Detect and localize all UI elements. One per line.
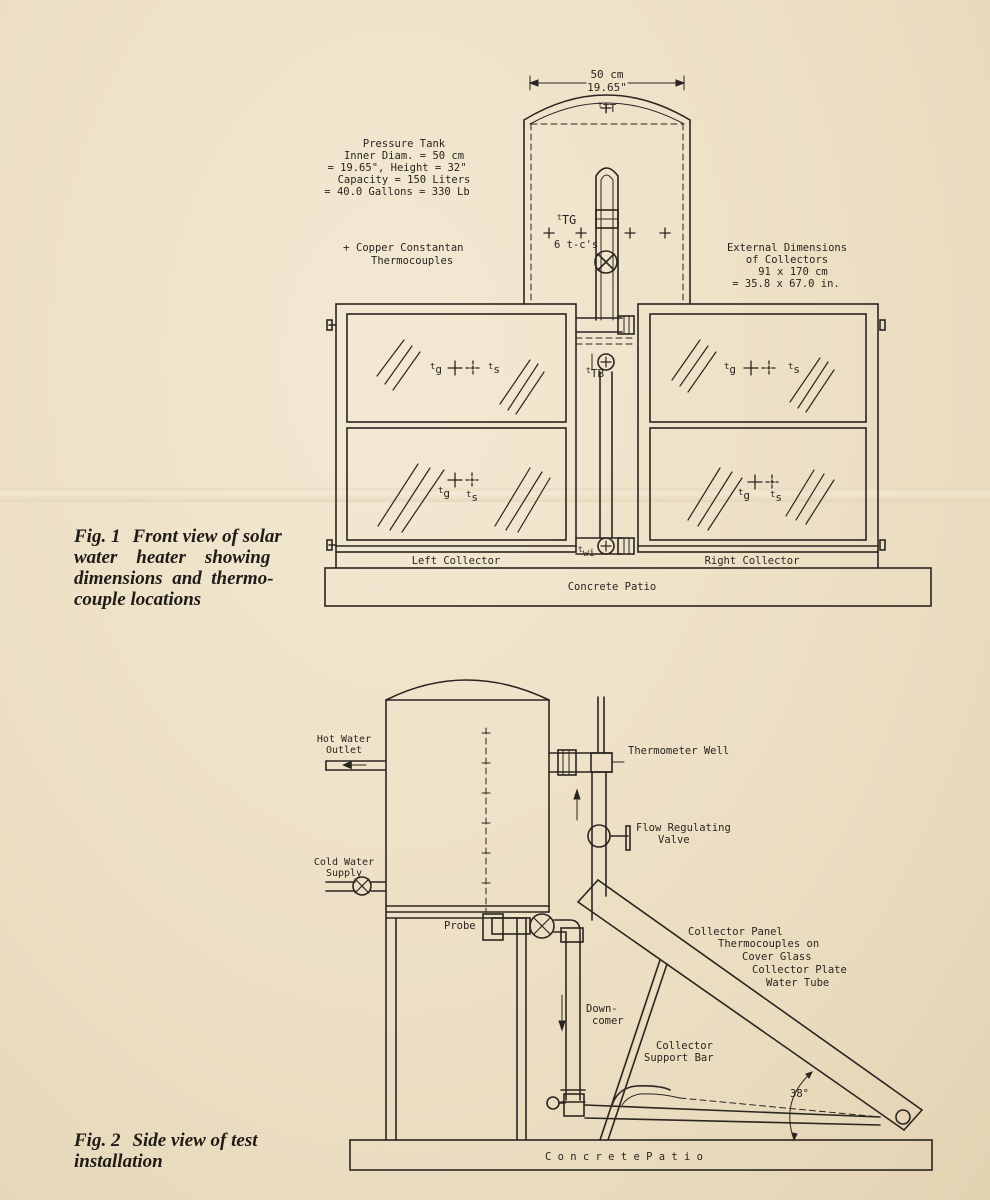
fig2-concrete-patio	[349, 1139, 933, 1171]
right-collector-thermocouples	[743, 360, 779, 490]
collector-panel-line-3: Cover Glass	[742, 951, 812, 963]
downcomer-line-2: comer	[592, 1015, 624, 1027]
right-lower-ts: ts	[770, 490, 782, 504]
fig1-caption-line-3: dimensions and thermo-	[74, 568, 274, 589]
fig2-caption-line-2: installation	[74, 1151, 163, 1172]
flow-valve-line-2: Valve	[658, 834, 690, 846]
support-bar-line-2: Support Bar	[644, 1052, 714, 1064]
center-piping	[575, 315, 637, 555]
right-collector-label: Right Collector	[705, 555, 800, 567]
tt-label: tTT	[598, 101, 616, 115]
hot-water-line-2: Outlet	[326, 745, 362, 756]
legend-line-1: Copper Constantan	[356, 242, 463, 254]
collector-dims-line-2: of Collectors	[746, 254, 828, 266]
left-collector-label: Left Collector	[412, 555, 501, 567]
flow-valve-line-1: Flow Regulating	[636, 822, 731, 834]
left-upper-tg: tg	[430, 362, 442, 376]
left-collector-frame	[326, 303, 577, 553]
fig1-caption-line-2: water heater showing	[74, 547, 271, 568]
fig1-concrete-patio	[324, 567, 932, 607]
cold-water-line-1: Cold Water	[314, 857, 374, 868]
downcomer-pipe	[546, 919, 586, 1117]
right-upper-ts: ts	[788, 362, 800, 376]
left-collector-thermocouples	[447, 360, 481, 488]
right-upper-tg: tg	[724, 362, 736, 376]
legend-plus-symbol: +	[343, 241, 350, 254]
fig1-caption-number: Fig. 1	[74, 526, 121, 547]
tank-spec-line-3: = 19.65", Height = 32"	[327, 162, 466, 174]
left-upper-ts: ts	[488, 362, 500, 376]
tank-spec-line-5: = 40.0 Gallons = 330 Lb	[324, 186, 469, 198]
thermometer-well-label: Thermometer Well	[628, 745, 729, 757]
tank-width-cm: 50 cm	[590, 68, 623, 81]
side-tank-dome	[385, 679, 550, 701]
tb-label: tTB	[586, 366, 604, 380]
angle-label: 38°	[790, 1088, 809, 1100]
twi-thermocouple-icon	[597, 537, 615, 555]
side-riser-pipe	[548, 696, 625, 899]
tank-dome	[523, 94, 691, 121]
side-tank-stand	[385, 911, 527, 1141]
angle-marker	[789, 1071, 813, 1142]
right-collector-frame	[637, 303, 886, 553]
tank-spec-line-4: Capacity = 150 Liters	[338, 174, 471, 186]
fig1-patio-label: Concrete Patio	[568, 581, 657, 593]
left-lower-ts: ts	[466, 490, 478, 504]
fig1-labels: 50 cm 19.65" tTT Pressure Tank Inner Dia…	[324, 68, 847, 593]
collector-panel-line-2: Thermocouples on	[718, 938, 819, 950]
left-lower-tg: tg	[438, 486, 450, 500]
tg-label: tTG	[557, 213, 576, 227]
tc-count: 6 t-c's	[554, 239, 598, 251]
side-support-legs	[591, 879, 607, 921]
fig1-caption-line-4: couple locations	[74, 589, 202, 610]
fig2-patio-label: C o n c r e t e P a t i o	[545, 1151, 703, 1163]
cold-water-line-2: Supply	[326, 868, 362, 879]
hot-water-line-1: Hot Water	[317, 734, 371, 745]
cold-water-supply-pipe	[325, 876, 387, 896]
collector-dims-line-3: 91 x 170 cm	[758, 266, 828, 278]
tank-spec-line-2: Inner Diam. = 50 cm	[344, 150, 464, 162]
right-lower-tg: tg	[738, 488, 750, 502]
tank-width-dimension	[528, 75, 686, 91]
tank-thermocouple-marks	[543, 102, 671, 239]
twi-label: twi	[578, 545, 595, 559]
collector-panel-line-1: Collector Panel	[688, 926, 783, 938]
right-collector-glass-hatching	[671, 339, 835, 531]
legend-line-2: Thermocouples	[371, 255, 453, 267]
left-collector-glass-hatching	[376, 339, 551, 533]
paper-fold	[0, 488, 990, 502]
downcomer-valve-icon	[529, 913, 555, 939]
probe-label: Probe	[444, 920, 476, 932]
internal-riser-tube	[595, 167, 619, 321]
collector-panel-line-4: Collector Plate	[752, 964, 847, 976]
collector-dims-line-1: External Dimensions	[727, 242, 847, 254]
return-pipe	[584, 1085, 881, 1126]
collector-panel-line-5: Water Tube	[766, 977, 829, 989]
tank-width-in: 19.65"	[587, 81, 627, 94]
downcomer-line-1: Down-	[586, 1003, 618, 1015]
tank-spec-line-1: Pressure Tank	[363, 138, 446, 150]
collector-dims-line-4: = 35.8 x 67.0 in.	[732, 278, 839, 290]
riser-valve-icon	[594, 250, 618, 274]
fig2-labels: Hot Water Outlet Cold Water Supply Therm…	[314, 734, 847, 1163]
support-bar-line-1: Collector	[656, 1040, 713, 1052]
hot-water-outlet-pipe	[325, 760, 387, 771]
tb-thermocouple-icon	[597, 353, 615, 371]
inclined-collector-panel	[577, 879, 923, 1131]
flow-regulating-valve-icon	[587, 824, 631, 851]
fig2-caption-number: Fig. 2	[74, 1130, 121, 1151]
side-tank	[385, 679, 550, 913]
collector-support-bar	[599, 959, 668, 1141]
